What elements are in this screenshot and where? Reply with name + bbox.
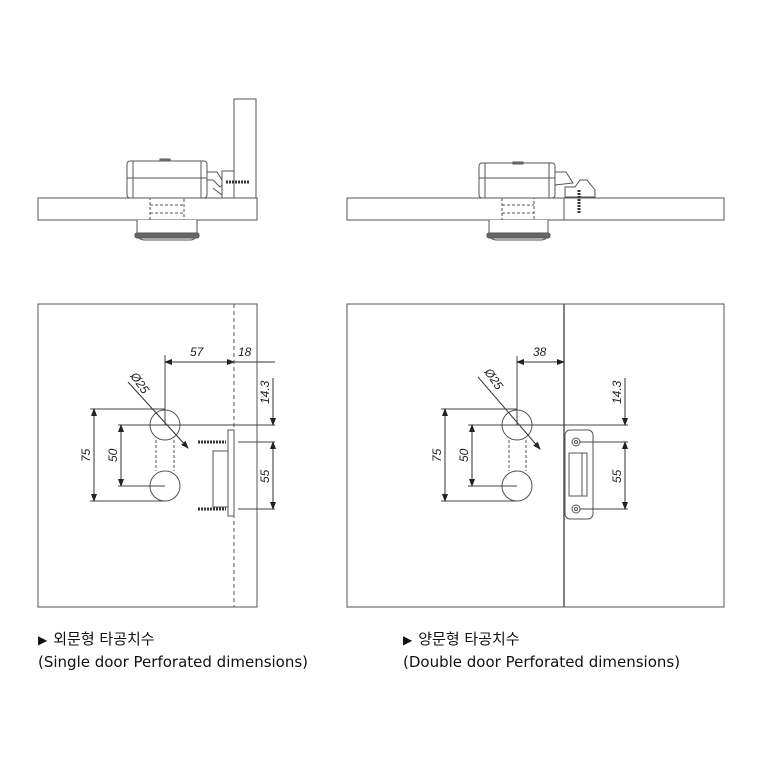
single-door-caption: ▶ 외문형 타공치수 (Single door Perforated dimens… <box>38 628 308 673</box>
dim-diameter: Ø25 <box>481 365 506 393</box>
dim-57: 57 <box>190 345 205 359</box>
single-door-front-view <box>37 303 276 608</box>
caption-title: 양문형 타공치수 <box>418 630 520 648</box>
caption-subtitle: (Single door Perforated dimensions) <box>38 653 309 671</box>
triangle-bullet-icon: ▶ <box>403 633 413 647</box>
dim-18: 18 <box>238 345 252 359</box>
dim-55: 55 <box>258 469 272 483</box>
dim-50: 50 <box>106 448 120 462</box>
triangle-bullet-icon: ▶ <box>38 633 48 647</box>
double-door-front-view <box>346 303 725 608</box>
dim-diameter: Ø25 <box>127 369 152 397</box>
dim-75: 75 <box>430 448 444 462</box>
double-door-caption: ▶ 양문형 타공치수 (Double door Perforated dimens… <box>403 628 680 673</box>
single-door-side-view <box>37 98 258 241</box>
dim-50: 50 <box>457 448 471 462</box>
dim-55: 55 <box>610 469 624 483</box>
caption-title: 외문형 타공치수 <box>53 630 155 648</box>
caption-subtitle: (Double door Perforated dimensions) <box>403 653 681 671</box>
dim-75: 75 <box>79 448 93 462</box>
dim-38: 38 <box>533 345 547 359</box>
dim-14-3: 14.3 <box>610 380 624 404</box>
dim-14-3: 14.3 <box>258 380 272 404</box>
double-door-side-view <box>346 161 725 241</box>
